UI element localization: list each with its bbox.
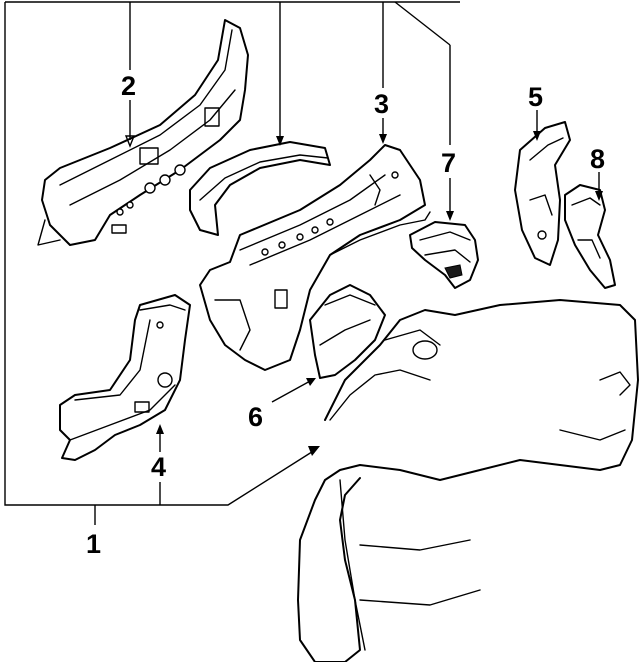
part-6-extension: [309, 284, 386, 379]
group-bracket: [4, 1, 460, 525]
part-8-gusset: [564, 184, 616, 289]
callout-7: 7: [441, 148, 456, 178]
part-2-upper-rail: [37, 19, 249, 246]
callout-2: 2: [121, 71, 136, 101]
callout-8: 8: [590, 144, 605, 174]
leader-lines: [124, 1, 603, 505]
part-5-reinforcement: [514, 121, 571, 266]
callout-1: 1: [86, 529, 101, 559]
part-4-lower-bracket: [59, 294, 191, 461]
callout-labels: 1 2 3 4 5 6 7 8: [86, 71, 605, 559]
part-quarter-panel: [297, 299, 639, 662]
callout-3: 3: [374, 89, 389, 119]
callout-4: 4: [151, 452, 166, 482]
callout-6: 6: [248, 402, 263, 432]
part-arch-panel: [189, 141, 331, 236]
part-3-inner-wheelhouse: [199, 144, 431, 371]
part-7-bracket: [409, 221, 479, 289]
callout-5: 5: [528, 82, 543, 112]
